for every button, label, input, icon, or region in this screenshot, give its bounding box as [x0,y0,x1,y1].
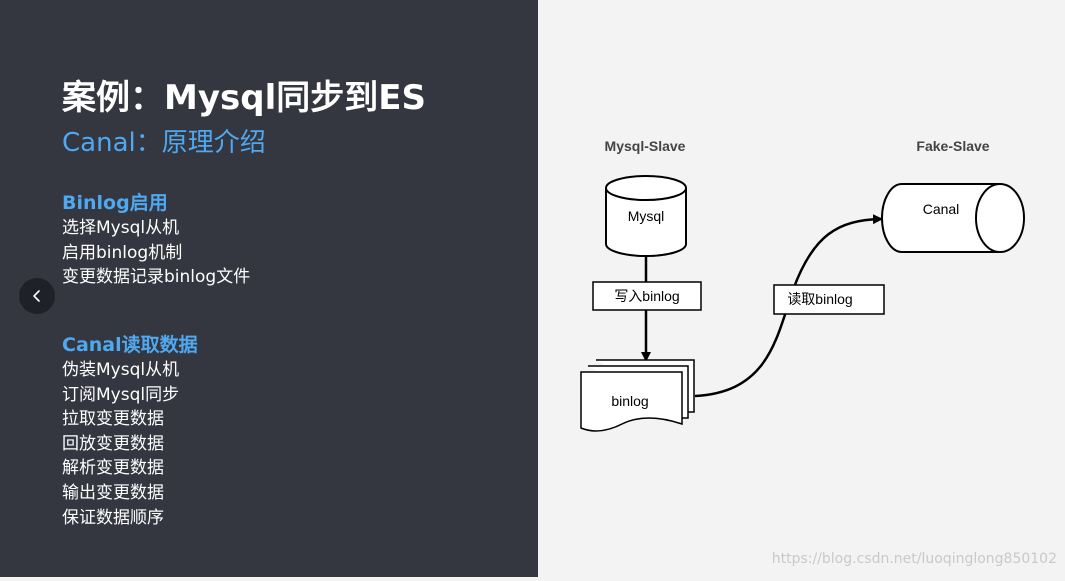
list-item: 启用binlog机制 [62,242,183,263]
list-item: 输出变更数据 [62,482,164,503]
section-heading: Canal读取数据 [62,334,198,356]
canal-node: Canal [881,183,1025,253]
read-binlog-label: 读取binlog [787,291,852,307]
list-item: 订阅Mysql同步 [62,384,180,405]
mysql-database-node: Mysql [605,175,687,257]
slide-title: 案例：Mysql同步到ES [62,78,426,118]
chevron-left-icon [33,290,40,302]
canal-diagram: Mysql-Slave Fake-Slave Mysql 写入binlog bi… [580,138,1025,432]
fake-slave-header: Fake-Slave [916,138,989,154]
list-item: 保证数据顺序 [62,507,164,528]
slide-text-panel: 案例：Mysql同步到ES Canal：原理介绍 Binlog启用 选择Mysq… [0,0,538,577]
prev-slide-button[interactable] [19,278,55,314]
diagram-panel: Mysql-Slave Fake-Slave Mysql 写入binlog bi… [538,0,1065,577]
section-heading: Binlog启用 [62,192,168,214]
binlog-document-node: binlog [580,359,695,432]
mysql-label: Mysql [628,208,665,224]
read-binlog-box: 读取binlog [773,284,885,315]
list-item: 伪装Mysql从机 [62,360,180,380]
canal-label: Canal [923,201,960,217]
section-canal: Canal读取数据 伪装Mysql从机 订阅Mysql同步 拉取变更数据 回放变… [62,333,198,530]
binlog-label: binlog [611,393,648,409]
list-item: 回放变更数据 [62,433,164,454]
slide-subtitle: Canal：原理介绍 [62,128,266,158]
write-binlog-box: 写入binlog [592,281,702,311]
watermark: https://blog.csdn.net/luoqinglong850102 [771,551,1057,567]
list-item: 选择Mysql从机 [62,218,180,238]
list-item: 解析变更数据 [62,458,164,479]
list-item: 变更数据记录binlog文件 [62,267,251,288]
mysql-slave-header: Mysql-Slave [605,138,686,154]
write-binlog-label: 写入binlog [614,288,679,304]
section-binlog: Binlog启用 选择Mysql从机 启用binlog机制 变更数据记录binl… [62,191,250,290]
list-item: 拉取变更数据 [62,409,164,430]
